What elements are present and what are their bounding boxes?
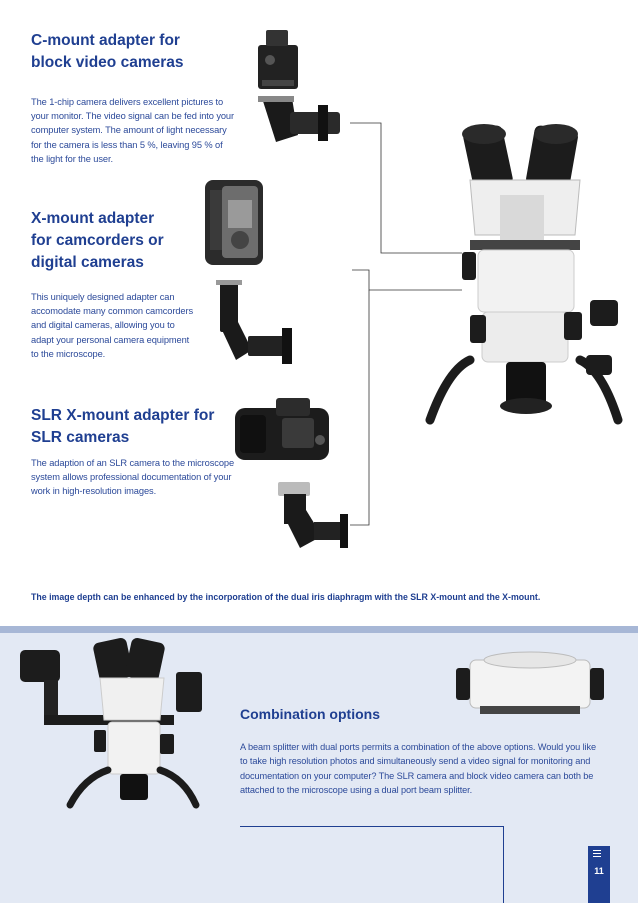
slr-mount-adapter-image xyxy=(278,482,348,548)
page-tab-strip xyxy=(588,846,610,903)
microscope-image xyxy=(425,124,623,425)
strip-mark xyxy=(593,850,601,851)
c-mount-description: The 1-chip camera delivers excellent pic… xyxy=(31,97,234,164)
footer-rule-vertical xyxy=(503,826,504,903)
section-divider-band xyxy=(0,626,638,633)
x-mount-description: This uniquely designed adapter can accom… xyxy=(31,292,194,359)
strip-mark xyxy=(593,856,601,857)
iris-diaphragm-caption: The image depth can be enhanced by the i… xyxy=(31,592,541,602)
connector-lines xyxy=(350,122,462,526)
combination-options-heading: Combination options xyxy=(240,706,380,722)
x-mount-heading: X-mount adapter for camcorders or digita… xyxy=(31,210,164,271)
beam-splitter-image xyxy=(456,651,604,714)
combination-options-description: A beam splitter with dual ports permits … xyxy=(240,742,596,795)
footer-rule-horizontal xyxy=(240,826,504,827)
slr-mount-heading: SLR X-mount adapter for SLR cameras xyxy=(31,407,215,446)
x-mount-adapter-image xyxy=(216,280,292,364)
page-number: 11 xyxy=(594,866,604,876)
c-mount-adapter-image xyxy=(258,96,340,142)
slr-camera-image xyxy=(235,398,329,460)
strip-mark xyxy=(593,853,601,854)
slr-mount-description: The adaption of an SLR camera to the mic… xyxy=(31,458,235,497)
combination-microscope-image xyxy=(20,638,202,809)
camcorder-image xyxy=(205,180,263,265)
block-video-camera-image xyxy=(258,30,298,89)
c-mount-heading: C-mount adapter for block video cameras xyxy=(31,32,184,71)
